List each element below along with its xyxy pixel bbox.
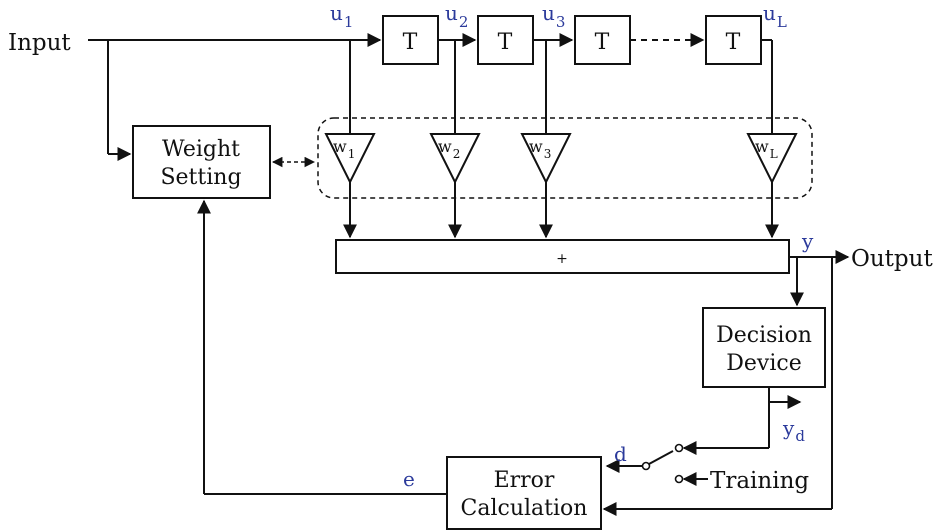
weight-label-L: wL — [755, 137, 778, 161]
decision-signal-label: yd — [782, 416, 805, 445]
switch-arm — [648, 450, 674, 465]
delay-block-2 — [477, 15, 534, 65]
error-label-line2: Calculation — [461, 496, 588, 521]
weight-label-1: w1 — [333, 137, 355, 161]
desired-signal-label: d — [614, 442, 627, 466]
switch-pivot — [641, 461, 651, 471]
error-signal-label: e — [403, 467, 415, 491]
weight-setting-label-line2: Setting — [160, 165, 241, 190]
tap-signal-label-1: u1 — [330, 1, 353, 31]
decision-label-line2: Device — [726, 351, 801, 376]
summer-label: + — [556, 251, 568, 267]
weights-group-boundary — [317, 117, 813, 199]
tap-signal-label-3: u3 — [542, 1, 565, 31]
summer-block — [335, 239, 790, 274]
error-label-line1: Error — [494, 468, 555, 493]
delay-block-3 — [574, 15, 631, 65]
delay-block-L — [705, 15, 762, 65]
weight-label-2: w2 — [438, 137, 460, 161]
tap-signal-label-2: u2 — [445, 1, 468, 31]
weight-triangle-2 — [429, 133, 481, 185]
delay-label-3: T — [595, 30, 610, 55]
weight-setting-block — [132, 125, 271, 199]
weight-setting-label-line1: Weight — [162, 137, 240, 162]
decision-device-block — [702, 307, 826, 388]
decision-label-line1: Decision — [716, 323, 812, 348]
output-signal-label: y — [801, 229, 814, 253]
switch-contact-training — [674, 474, 684, 484]
weight-triangle-3 — [520, 133, 572, 185]
weight-label-3: w3 — [529, 137, 551, 161]
switch-contact-decision — [674, 443, 684, 453]
delay-label-2: T — [498, 30, 513, 55]
tap-signal-label-L: uL — [763, 1, 787, 31]
delay-label-L: T — [726, 30, 741, 55]
weight-triangle-L — [746, 133, 798, 185]
delay-label-1: T — [403, 30, 418, 55]
output-label: Output — [851, 246, 933, 272]
weight-triangle-1 — [324, 133, 376, 185]
delay-block-1 — [382, 15, 439, 65]
input-label: Input — [8, 30, 71, 56]
error-calculation-block — [446, 456, 602, 530]
training-label: Training — [710, 468, 809, 494]
